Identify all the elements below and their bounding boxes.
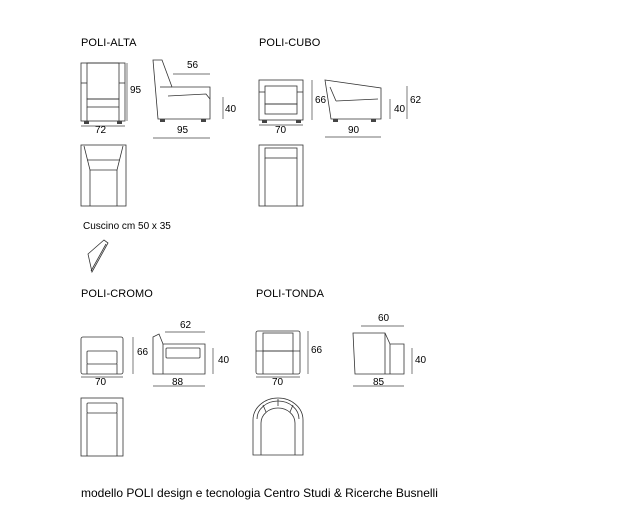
poli-alta-title: POLI-ALTA	[81, 37, 137, 49]
footer-credit: modello POLI design e tecnologia Centro …	[81, 486, 438, 500]
poli-tonda-front-view	[255, 330, 301, 375]
poli-cromo-depth-label: 88	[172, 377, 184, 388]
poli-cubo-seat-height-label: 40	[394, 104, 406, 115]
poli-cubo-top-view	[258, 144, 304, 207]
poli-alta-top-view	[80, 144, 127, 207]
poli-cubo-side-view	[324, 79, 382, 122]
poli-cromo-seat-depth-label: 62	[180, 320, 192, 331]
poli-tonda-depth-label: 85	[373, 377, 385, 388]
poli-cromo-title: POLI-CROMO	[81, 288, 153, 300]
poli-cubo-title: POLI-CUBO	[259, 37, 321, 49]
poli-tonda-title: POLI-TONDA	[256, 288, 325, 300]
poli-cromo-width-label: 70	[95, 377, 107, 388]
poli-cromo-side-view	[152, 333, 206, 375]
poli-tonda-height-label: 66	[311, 345, 323, 356]
poli-cubo-back-height-label: 62	[410, 95, 422, 106]
poli-tonda-top-view	[252, 397, 304, 456]
poli-alta-dim-lines	[81, 63, 128, 127]
poli-tonda-width-label: 70	[272, 377, 284, 388]
poli-cromo-height-label: 66	[137, 347, 149, 358]
poli-alta-depth-label: 95	[177, 125, 189, 136]
poli-cubo-width-label: 70	[275, 125, 287, 136]
poli-cubo-dim-lines	[259, 80, 313, 126]
poli-alta-side-view	[152, 59, 211, 122]
poli-cromo-top-view	[80, 397, 124, 457]
poli-cromo-dim-lines	[81, 337, 134, 378]
poli-cromo-front-view	[80, 336, 124, 375]
poli-alta-seat-height-label: 40	[225, 104, 237, 115]
poli-tonda-seat-depth-label: 60	[378, 313, 390, 324]
poli-cromo-side-dim-lines	[153, 331, 214, 387]
poli-alta-width-label: 72	[95, 125, 107, 136]
poli-alta-height-label: 95	[130, 85, 142, 96]
poli-cubo-side-dim-lines	[325, 86, 408, 138]
poli-tonda-side-dim-lines	[353, 325, 413, 387]
poli-tonda-dim-lines	[256, 331, 309, 378]
poli-cubo-front-view	[258, 79, 304, 123]
poli-cubo-height-label: 66	[315, 95, 327, 106]
cushion-drawing	[87, 239, 109, 274]
poli-alta-side-dim-lines	[153, 73, 224, 139]
poli-cubo-depth-label: 90	[348, 125, 360, 136]
cushion-label: Cuscino cm 50 x 35	[83, 221, 171, 232]
poli-tonda-side-view	[352, 332, 405, 375]
poli-cromo-seat-height-label: 40	[218, 355, 230, 366]
poli-alta-seat-depth-label: 56	[187, 60, 199, 71]
poli-tonda-seat-height-label: 40	[415, 355, 427, 366]
poli-alta-front-view	[80, 62, 126, 124]
